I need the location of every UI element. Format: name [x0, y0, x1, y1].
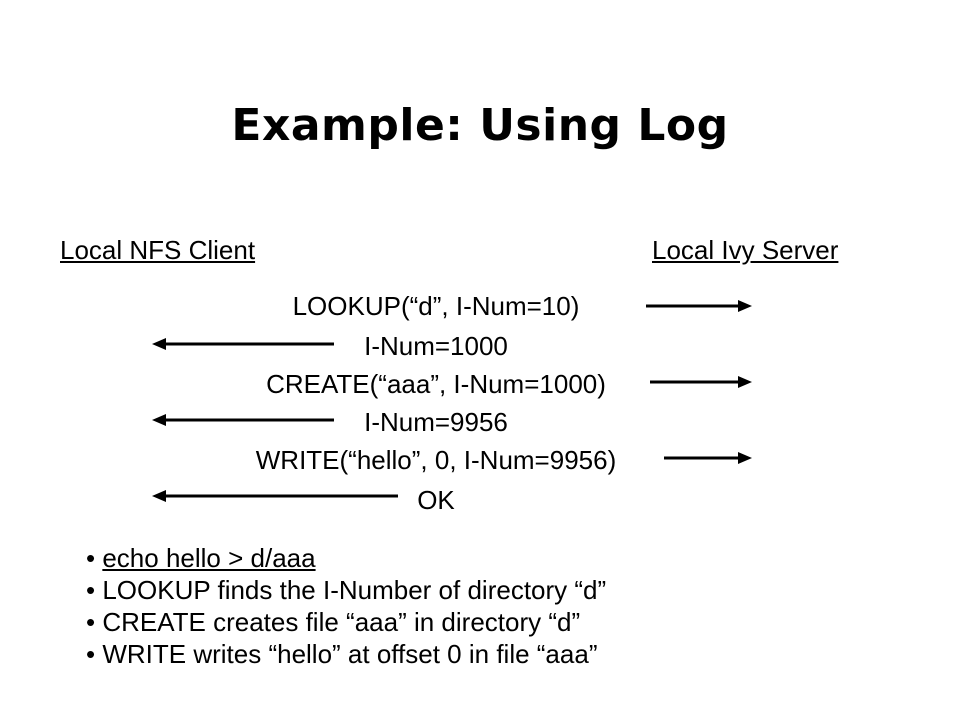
arrow-to-server — [664, 452, 752, 464]
message-write: WRITE(“hello”, 0, I-Num=9956) — [255, 445, 617, 475]
client-label: Local NFS Client — [60, 235, 256, 265]
list-item: • WRITE writes “hello” at offset 0 in fi… — [86, 638, 606, 670]
message-inum-1000: I-Num=1000 — [364, 331, 508, 361]
note-lookup: LOOKUP finds the I-Number of directory “… — [102, 575, 607, 605]
note-command: echo hello > d/aaa — [102, 543, 316, 573]
page-title: Example: Using Log — [231, 100, 729, 151]
notes-list: • echo hello > d/aaa • LOOKUP finds the … — [86, 542, 606, 670]
list-item: • CREATE creates file “aaa” in directory… — [86, 606, 606, 638]
list-item: • LOOKUP finds the I-Number of directory… — [86, 574, 606, 606]
bullet: • — [86, 543, 96, 573]
message-ok: OK — [417, 485, 455, 515]
arrow-to-client — [152, 490, 398, 502]
message-lookup: LOOKUP(“d”, I-Num=10) — [292, 291, 580, 321]
arrow-to-client — [152, 414, 334, 426]
message-create: CREATE(“aaa”, I-Num=1000) — [266, 369, 606, 399]
note-create: CREATE creates file “aaa” in directory “… — [102, 607, 581, 637]
server-label: Local Ivy Server — [652, 235, 839, 265]
list-item: • echo hello > d/aaa — [86, 542, 606, 574]
arrow-to-server — [646, 300, 752, 312]
arrow-to-server — [650, 376, 752, 388]
bullet: • — [86, 607, 96, 637]
message-inum-9956: I-Num=9956 — [364, 407, 508, 437]
bullet: • — [86, 575, 96, 605]
arrow-to-client — [152, 338, 334, 350]
note-write: WRITE writes “hello” at offset 0 in file… — [102, 639, 598, 669]
bullet: • — [86, 639, 96, 669]
